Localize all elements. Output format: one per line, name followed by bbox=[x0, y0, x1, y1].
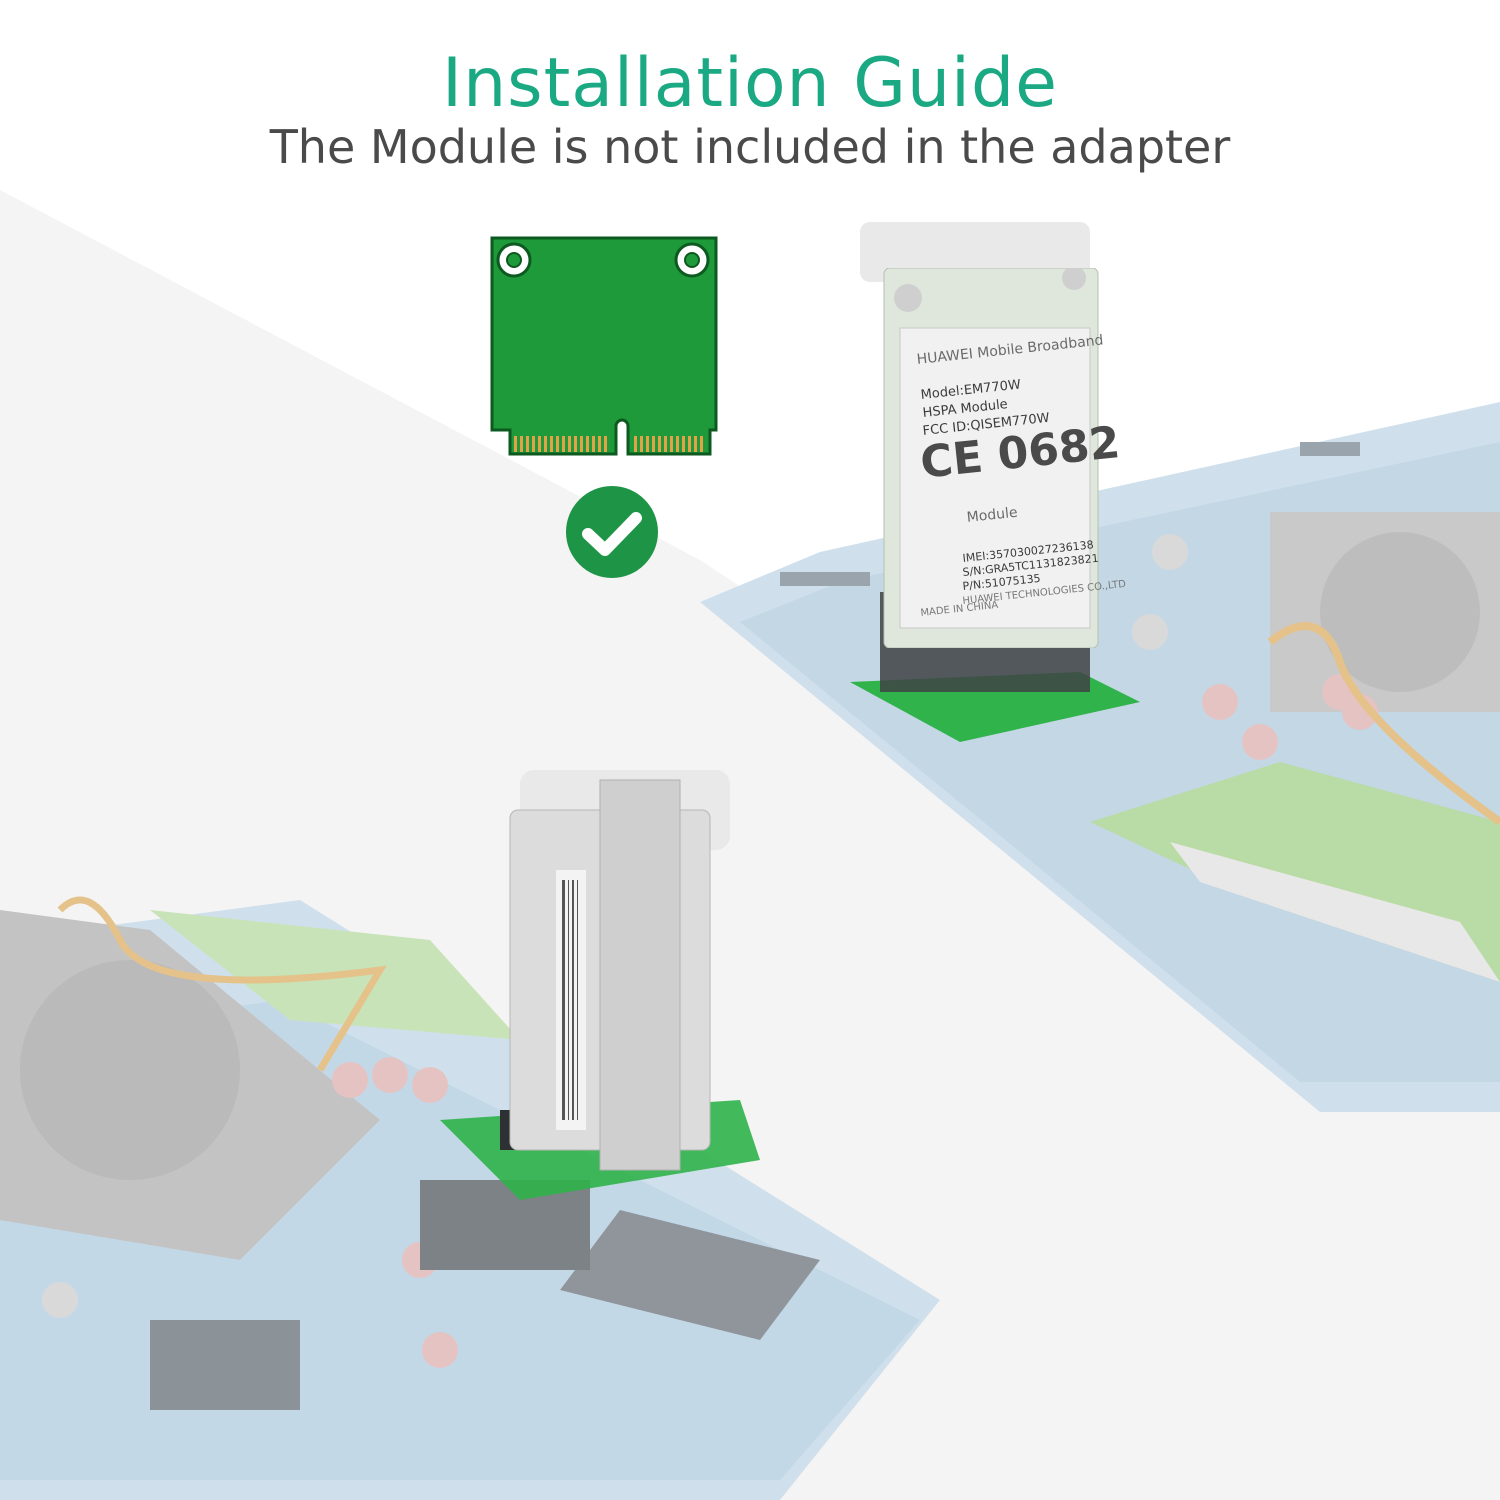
check-mark-icon bbox=[566, 486, 658, 578]
page-subtitle: The Module is not included in the adapte… bbox=[269, 120, 1231, 174]
mini-pcie-card-icon bbox=[490, 236, 718, 456]
shielded-module-photo bbox=[0, 770, 940, 1500]
page-title: Installation Guide bbox=[442, 44, 1058, 123]
wwan-module-card bbox=[883, 268, 1099, 648]
